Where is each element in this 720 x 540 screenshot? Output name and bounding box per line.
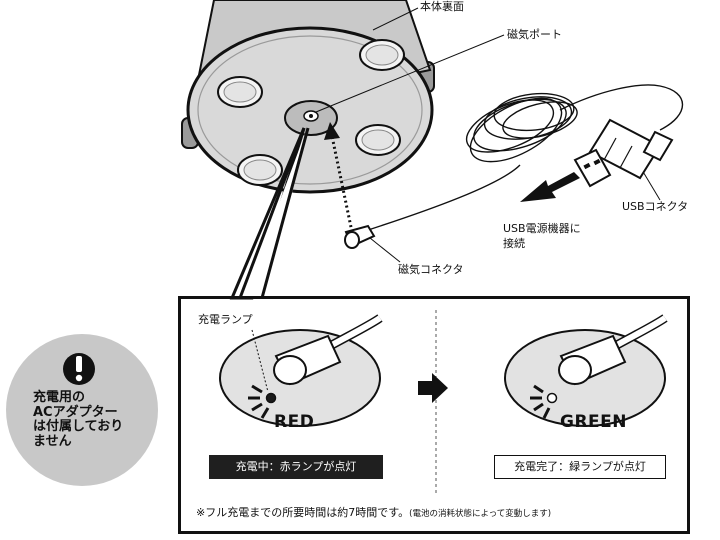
usb-direction-arrow bbox=[520, 172, 580, 202]
device-feet bbox=[217, 39, 405, 186]
charge-lamp-green bbox=[546, 392, 558, 404]
charging-detail-box bbox=[178, 296, 690, 534]
status-charging: 充電中：赤ランプが点灯 bbox=[209, 455, 383, 479]
label-magnetic-port: 磁気ポート bbox=[507, 28, 562, 41]
leader-magnetic-port bbox=[315, 34, 505, 113]
state-word-red: RED bbox=[274, 412, 315, 432]
note-main: ※フル充電までの所要時間は約7時間です。 bbox=[196, 506, 410, 519]
warning-line: ACアダプター bbox=[33, 404, 118, 420]
charging-state-illustration bbox=[219, 314, 383, 427]
warning-badge bbox=[6, 334, 158, 486]
attach-path bbox=[324, 122, 354, 233]
transition-arrow bbox=[418, 373, 448, 403]
note-small: (電池の消耗状態によって変動します) bbox=[409, 509, 552, 519]
label-body-bottom: 本体裏面 bbox=[420, 0, 464, 13]
leader-magnetic-connector bbox=[369, 237, 401, 263]
warning-text: 充電用の ACアダプター は付属しており ません bbox=[33, 390, 143, 449]
label-magnetic-connector: 磁気コネクタ bbox=[398, 263, 464, 276]
usb-connector bbox=[573, 118, 674, 188]
warning-line: は付属しており bbox=[33, 419, 124, 434]
leader-body-bottom bbox=[372, 7, 419, 31]
label-connect-usb-line1: USB電源機器に bbox=[503, 222, 581, 235]
warning-line: ません bbox=[33, 433, 72, 449]
label-connect-usb-line2: 接続 bbox=[503, 237, 525, 250]
label-usb-connector: USBコネクタ bbox=[622, 200, 689, 213]
label-charge-lamp: 充電ランプ bbox=[198, 313, 253, 326]
charge-lamp-red bbox=[265, 392, 277, 404]
complete-state-illustration bbox=[504, 314, 668, 427]
charge-time-note: ※フル充電までの所要時間は約7時間です。(電池の消耗状態によって変動します) bbox=[196, 506, 551, 521]
status-complete: 充電完了：緑ランプが点灯 bbox=[494, 455, 666, 479]
magnetic-port bbox=[284, 100, 338, 136]
warning-line: 充電用の bbox=[33, 390, 86, 405]
state-word-green: GREEN bbox=[560, 412, 627, 432]
magnetic-connector bbox=[344, 224, 376, 249]
cable-coil bbox=[361, 84, 684, 233]
